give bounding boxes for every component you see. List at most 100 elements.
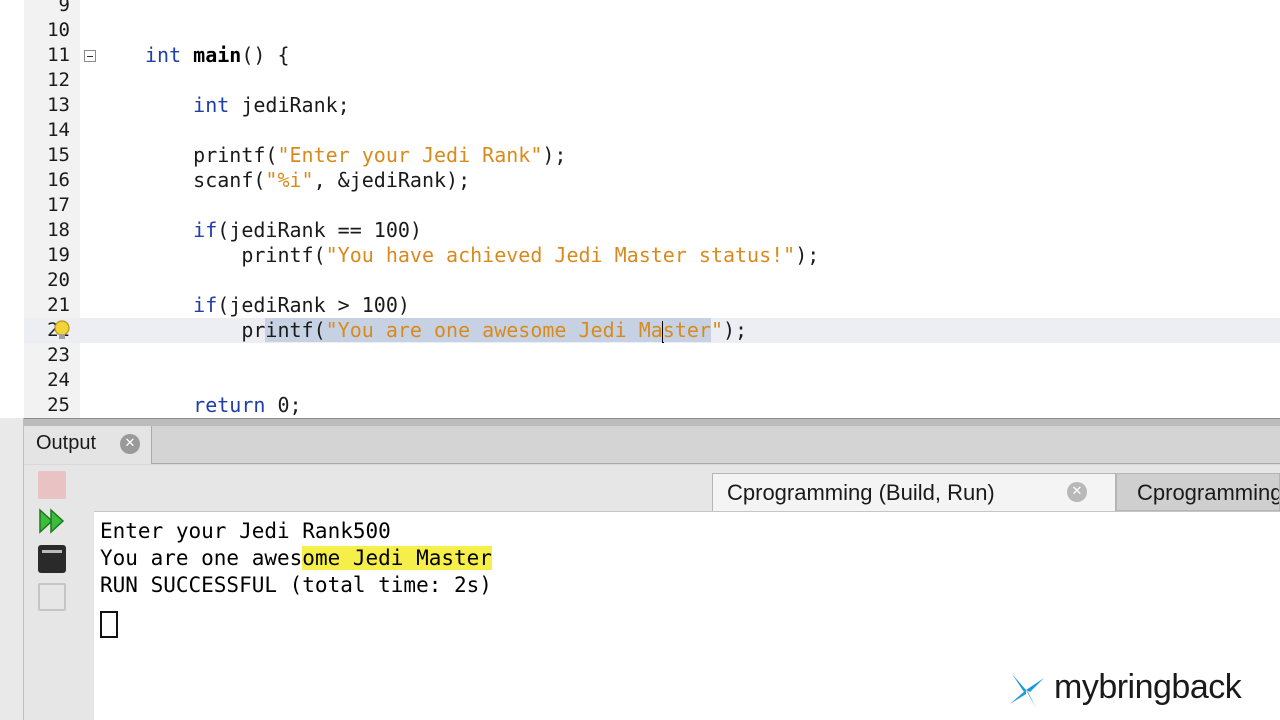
code-token: printf(	[145, 143, 278, 167]
code-token: You are one awes	[100, 546, 303, 570]
console-line: RUN SUCCESSFUL (total time: 2s)	[100, 572, 492, 599]
output-window-header: Output ✕	[24, 426, 1280, 464]
code-token: 0;	[265, 393, 302, 417]
code-token: int	[145, 43, 182, 67]
code-text: if(jediRank == 100)	[145, 218, 422, 243]
code-line[interactable]: 15 printf("Enter your Jedi Rank");	[24, 143, 1280, 168]
line-number: 21	[47, 294, 70, 316]
line-number: 14	[47, 119, 70, 141]
console-icon[interactable]	[38, 545, 66, 573]
code-line[interactable]: 20	[24, 268, 1280, 293]
code-line[interactable]: 10	[24, 18, 1280, 43]
code-text: printf("You are one awesome Jedi Master"…	[145, 318, 747, 343]
code-line[interactable]: 17	[24, 193, 1280, 218]
code-line[interactable]: 16 scanf("%i", &jediRank);	[24, 168, 1280, 193]
code-token: return	[193, 393, 266, 417]
code-line[interactable]: 19 printf("You have achieved Jedi Master…	[24, 243, 1280, 268]
output-tab-label: Output	[36, 432, 97, 454]
close-icon[interactable]: ✕	[120, 434, 140, 454]
code-token: (jediRank > 100)	[217, 293, 410, 317]
code-token: intf(	[265, 318, 326, 342]
close-icon[interactable]: ✕	[1067, 482, 1087, 502]
line-number: 19	[47, 244, 70, 266]
line-number: 10	[47, 19, 70, 41]
code-token: int	[193, 93, 230, 117]
code-token: scanf(	[145, 168, 266, 192]
mybringback-logo: mybringback	[1006, 668, 1266, 712]
code-token: if	[145, 293, 218, 317]
line-number: 18	[47, 219, 70, 241]
logo-mark-icon	[1010, 674, 1044, 708]
code-line[interactable]: 13 int jediRank;	[24, 93, 1280, 118]
code-token: ster	[662, 318, 711, 342]
run-tab-label: Cprogramming (Run)	[1137, 480, 1280, 505]
code-token: );	[542, 143, 567, 167]
code-token	[145, 93, 193, 117]
line-number: 9	[58, 0, 70, 16]
fold-collapse-icon[interactable]	[84, 50, 96, 62]
code-token: main	[193, 43, 242, 67]
line-number: 13	[47, 94, 70, 116]
line-number: 25	[47, 394, 70, 416]
code-token: "You have achieved Jedi Master status!"	[325, 243, 796, 267]
code-text: int jediRank;	[145, 93, 350, 118]
console-line: You are one awesome Jedi Master	[100, 545, 492, 572]
code-line[interactable]: 25 return 0;	[24, 393, 1280, 418]
code-line[interactable]: 11 int main() {	[24, 43, 1280, 68]
line-number: 17	[47, 194, 70, 216]
code-text: printf("Enter your Jedi Rank");	[145, 143, 566, 168]
run-tabs: Cprogramming (Build, Run) ✕ Cprogramming…	[94, 465, 1280, 529]
code-token: "Enter your Jedi Rank"	[277, 143, 543, 167]
output-tab[interactable]: Output ✕	[24, 426, 152, 464]
code-line[interactable]: 24	[24, 368, 1280, 393]
code-text: int main() {	[145, 43, 290, 68]
code-token: "%i"	[265, 168, 314, 192]
code-line[interactable]: 21 if(jediRank > 100)	[24, 293, 1280, 318]
code-token: ome Jedi Master	[302, 546, 492, 570]
code-text: scanf("%i", &jediRank);	[145, 168, 470, 193]
output-window: Cprogramming (Build, Run) ✕ Cprogramming…	[24, 465, 1280, 720]
lightbulb-hint-icon[interactable]	[52, 320, 72, 342]
run-tab-build-run[interactable]: Cprogramming (Build, Run) ✕	[712, 473, 1116, 511]
code-line[interactable]: 18 if(jediRank == 100)	[24, 218, 1280, 243]
code-text: return 0;	[145, 393, 302, 418]
code-token: );	[795, 243, 820, 267]
line-number-gutter	[24, 0, 80, 418]
line-number: 24	[47, 369, 70, 391]
line-number: 15	[47, 144, 70, 166]
line-number: 20	[47, 269, 70, 291]
code-line[interactable]: 22 printf("You are one awesome Jedi Mast…	[24, 318, 1280, 343]
code-line[interactable]: 9	[24, 0, 1280, 18]
code-token: jediRank;	[229, 93, 350, 117]
code-token: );	[723, 318, 748, 342]
clear-icon[interactable]	[38, 583, 66, 611]
code-token	[181, 43, 193, 67]
run-tab-label: Cprogramming (Build, Run)	[727, 480, 995, 505]
code-line[interactable]: 12	[24, 68, 1280, 93]
code-text: if(jediRank > 100)	[145, 293, 410, 318]
console-line: Enter your Jedi Rank500	[100, 518, 391, 545]
code-token: printf(	[145, 243, 326, 267]
console-cursor[interactable]	[100, 611, 118, 638]
stop-icon[interactable]	[38, 471, 66, 499]
code-token: RUN SUCCESSFUL (total time: 2s)	[100, 573, 492, 597]
code-token: (jediRank == 100)	[217, 218, 422, 242]
code-token	[145, 393, 193, 417]
code-line[interactable]: 23	[24, 343, 1280, 368]
run-tab-run[interactable]: Cprogramming (Run)	[1116, 473, 1280, 511]
line-number: 16	[47, 169, 70, 191]
output-toolbar	[24, 465, 94, 720]
code-token: , &jediRank);	[313, 168, 471, 192]
code-token: Enter your Jedi Rank500	[100, 519, 391, 543]
line-number: 11	[47, 44, 70, 66]
code-token: "	[710, 318, 724, 342]
code-line[interactable]: 14	[24, 118, 1280, 143]
pane-splitter[interactable]	[24, 418, 1280, 426]
rerun-icon[interactable]	[38, 507, 66, 535]
logo-text: mybringback	[1054, 668, 1242, 706]
line-number: 12	[47, 69, 70, 91]
line-number: 23	[47, 344, 70, 366]
code-token: if	[145, 218, 218, 242]
